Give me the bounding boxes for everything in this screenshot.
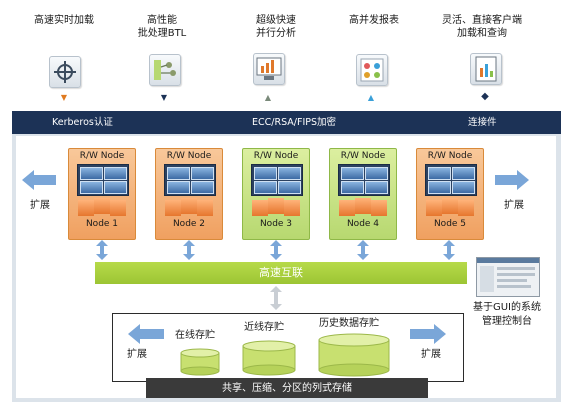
server-screens-icon — [77, 164, 129, 196]
storage-tier-online-label: 在线存贮 — [175, 330, 215, 341]
server-screens-icon — [425, 164, 477, 196]
feature-label-concurrent-reports: 高并发报表 — [349, 15, 399, 26]
node-label: Node 2 — [172, 219, 206, 229]
security-bar: Kerberos认证 ECC/RSA/FIPS加密 连接件 — [12, 111, 561, 134]
expand-left-arrow-upper — [22, 170, 56, 190]
feature-marker-1: ▼ — [60, 93, 68, 102]
columnar-storage-bar: 共享、压缩、分区的列式存储 — [146, 378, 428, 398]
feature-marker-3: ▲ — [264, 93, 272, 102]
expand-right-arrow-upper — [495, 170, 529, 190]
online-storage-cylinder-icon — [180, 348, 220, 376]
link-arrow-1 — [96, 240, 108, 260]
node-title: R/W Node — [427, 151, 473, 161]
interconnect-label: 高速互联 — [259, 266, 303, 279]
node-label: Node 5 — [433, 219, 467, 229]
storage-blocks-icon — [252, 198, 300, 216]
expand-label-right-lower: 扩展 — [421, 349, 441, 360]
node-title: R/W Node — [166, 151, 212, 161]
server-screens-icon — [251, 164, 303, 196]
feature-label-parallel-analysis: 超级快速 并行分析 — [256, 15, 296, 39]
server-screens-icon — [164, 164, 216, 196]
feature-marker-2: ▼ — [160, 93, 168, 102]
storage-tier-nearline-label: 近线存贮 — [244, 322, 284, 333]
gui-console-label: 基于GUI的系统 管理控制台 — [472, 302, 542, 327]
node-2: R/W Node Node 2 — [155, 148, 223, 240]
storage-link-arrow — [270, 286, 282, 310]
link-arrow-3 — [270, 240, 282, 260]
columnar-storage-label: 共享、压缩、分区的列式存储 — [222, 383, 352, 394]
connector-label: 连接件 — [468, 117, 497, 128]
node-title: R/W Node — [253, 151, 299, 161]
historical-storage-cylinder-icon — [318, 333, 390, 377]
storage-blocks-icon — [165, 198, 213, 216]
link-arrow-5 — [443, 240, 455, 260]
gui-console-screenshot — [476, 257, 540, 297]
link-arrow-2 — [183, 240, 195, 260]
feature-label-batch-btl: 高性能 批处理BTL — [137, 15, 187, 39]
link-arrow-4 — [357, 240, 369, 260]
expand-label-right-upper: 扩展 — [504, 200, 524, 211]
node-5: R/W Node Node 5 — [416, 148, 484, 240]
expand-right-arrow-lower — [410, 324, 446, 344]
interconnect-bus: 高速互联 — [95, 262, 467, 284]
batch-process-icon — [149, 54, 181, 86]
feature-label-client-query: 灵活、直接客户端 加载和查询 — [442, 15, 522, 39]
feature-marker-4: ▲ — [367, 93, 375, 102]
node-label: Node 1 — [85, 219, 119, 229]
expand-label-left-lower: 扩展 — [127, 349, 147, 360]
node-1: R/W Node Node 1 — [68, 148, 136, 240]
storage-blocks-icon — [426, 198, 474, 216]
node-label: Node 3 — [259, 219, 293, 229]
kerberos-label: Kerberos认证 — [52, 117, 113, 128]
crosshair-load-icon — [49, 56, 81, 88]
node-3: R/W Node Node 3 — [242, 148, 310, 240]
feature-label-realtime-load: 高速实时加载 — [34, 15, 94, 26]
expand-left-arrow-lower — [128, 324, 164, 344]
node-label: Node 4 — [346, 219, 380, 229]
server-screens-icon — [338, 164, 390, 196]
node-title: R/W Node — [79, 151, 125, 161]
nearline-storage-cylinder-icon — [242, 340, 296, 376]
encryption-label: ECC/RSA/FIPS加密 — [252, 117, 337, 128]
storage-blocks-icon — [339, 198, 387, 216]
node-title: R/W Node — [340, 151, 386, 161]
node-4: R/W Node Node 4 — [329, 148, 397, 240]
storage-blocks-icon — [78, 198, 126, 216]
storage-tier-historical-label: 历史数据存贮 — [319, 318, 379, 329]
feature-marker-5: ◆ — [481, 91, 489, 102]
client-query-icon — [470, 53, 502, 85]
expand-label-left-upper: 扩展 — [30, 200, 50, 211]
report-icon — [356, 54, 388, 86]
parallel-analysis-icon — [253, 53, 285, 85]
